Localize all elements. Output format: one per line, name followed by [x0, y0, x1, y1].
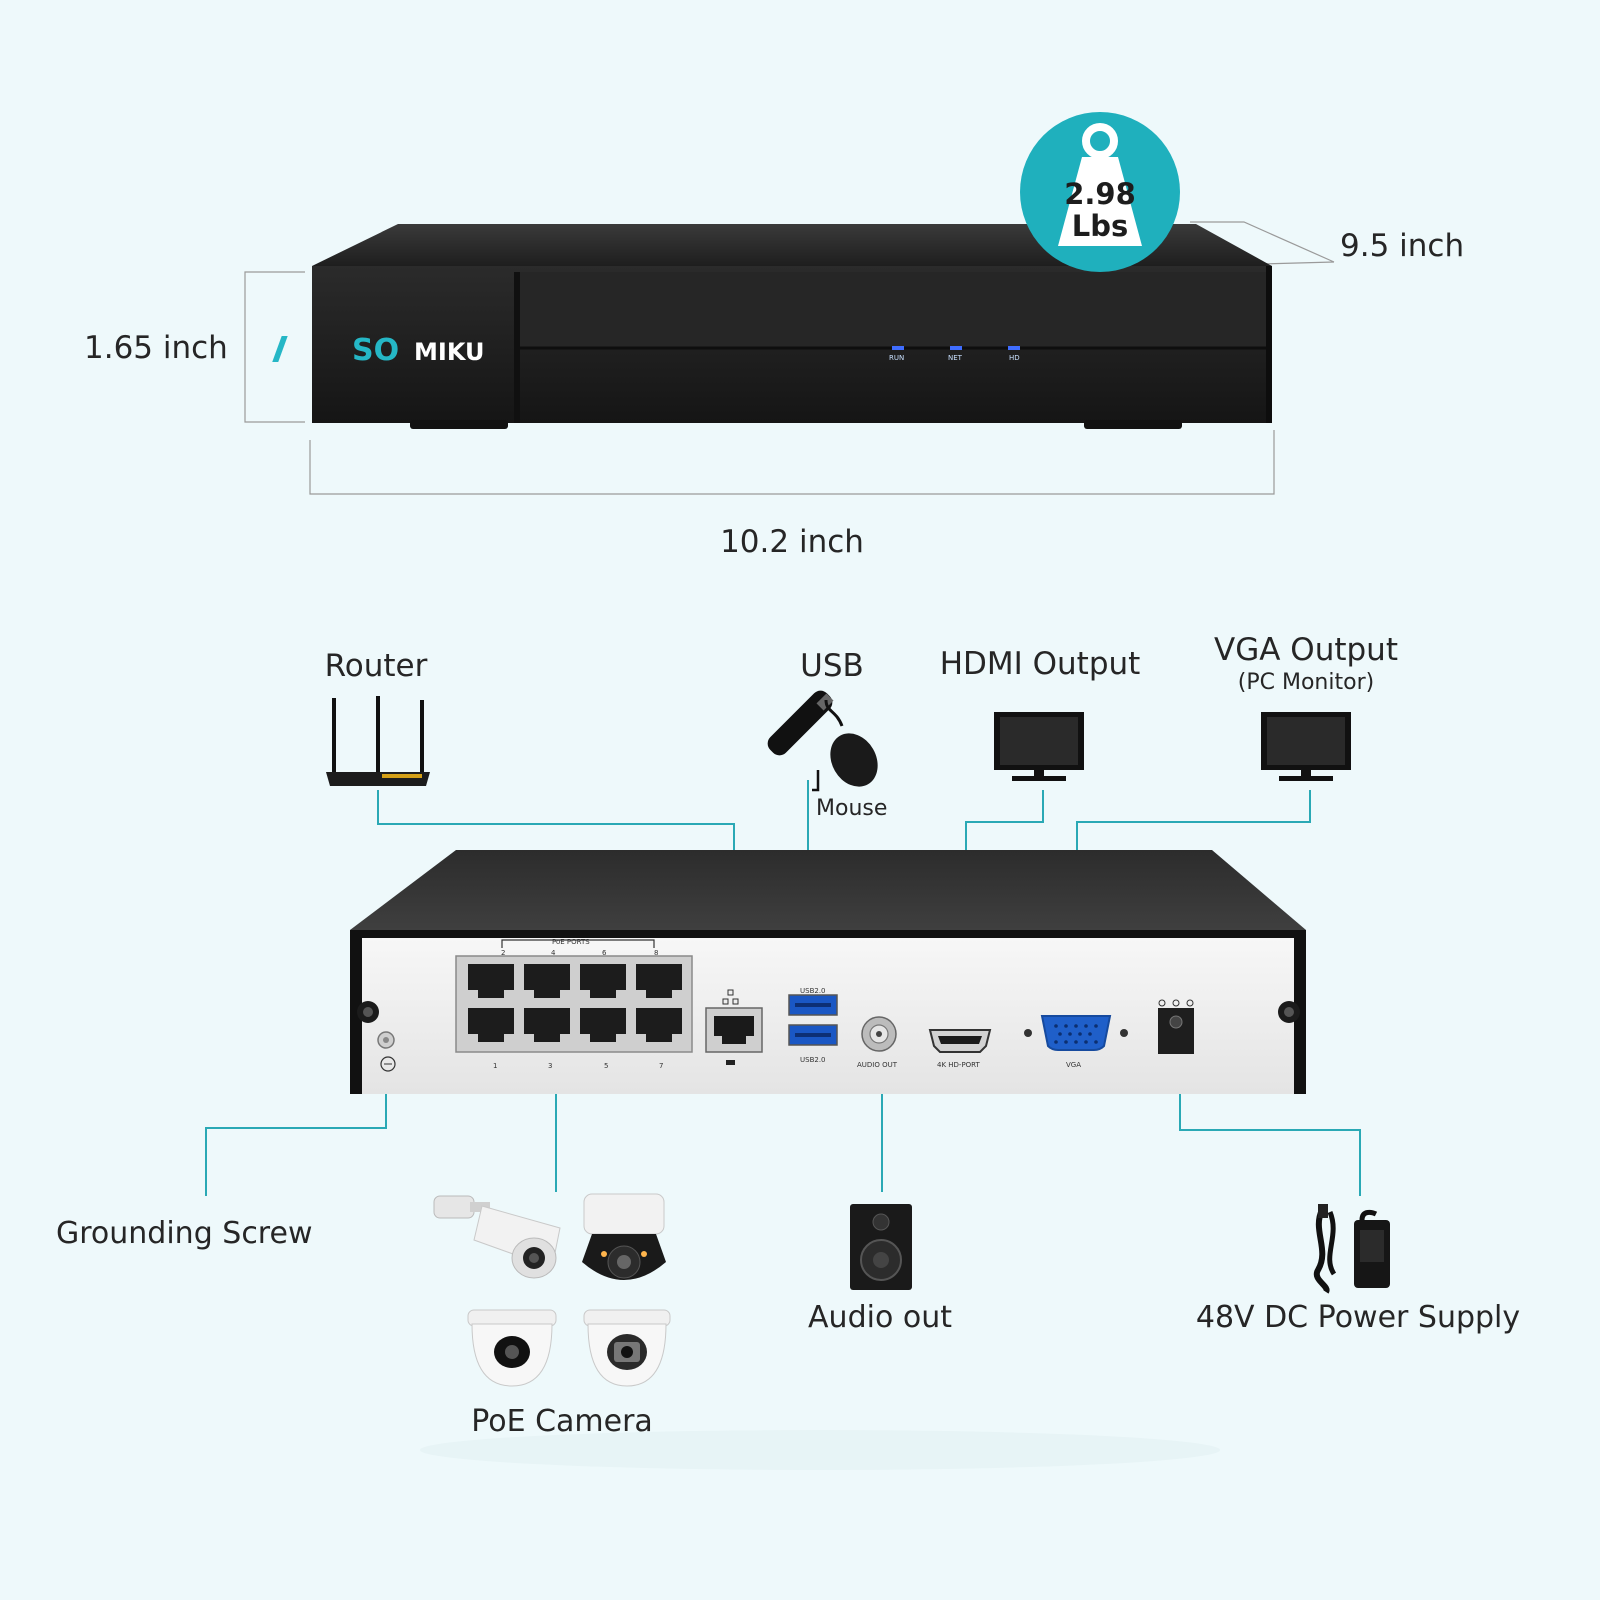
svg-text:PoE PORTS: PoE PORTS — [552, 938, 590, 946]
vga-output-label: VGA Output — [1214, 632, 1398, 668]
poe-rj45-port — [468, 1008, 514, 1042]
nvr-top-face — [312, 224, 1272, 266]
monitor-icon — [994, 712, 1084, 781]
hdmi-port: 4K HD-PORT — [928, 1029, 992, 1069]
lan-port — [705, 989, 763, 1065]
turret-camera-icon — [467, 1309, 557, 1387]
width-dimension-label: 10.2 inch — [720, 524, 864, 560]
svg-text:VGA: VGA — [1066, 1061, 1081, 1069]
speaker-icon — [850, 1204, 912, 1290]
poe-rj45-port — [524, 964, 570, 998]
usb-stick-icon — [767, 690, 834, 756]
front-led-net: NET — [948, 346, 963, 362]
svg-text:NET: NET — [948, 354, 963, 362]
brand-logo-right: MIKU — [414, 338, 484, 366]
nvr-rear-view: PoE PORTS 2 4 6 8 1 3 5 7 USB2.0 — [350, 850, 1306, 1094]
nvr-front-view: SO MIKU RUN NET HD — [244, 221, 1335, 495]
svg-text:USB2.0: USB2.0 — [800, 1056, 826, 1064]
router-label: Router — [324, 648, 428, 684]
front-led-run: RUN — [889, 346, 904, 362]
svg-text:RUN: RUN — [889, 354, 904, 362]
dc-power-port — [1158, 999, 1194, 1054]
nvr-foot — [410, 420, 508, 429]
front-led-hd: HD — [1008, 346, 1020, 362]
svg-text:3: 3 — [548, 1062, 552, 1070]
hdmi-output-label: HDMI Output — [939, 646, 1141, 682]
svg-text:2: 2 — [501, 949, 505, 957]
monitor-icon — [1261, 712, 1351, 781]
poe-rj45-port — [636, 964, 682, 998]
poe-rj45-port — [580, 1008, 626, 1042]
brand-logo-left: SO — [352, 333, 399, 368]
audio-port: AUDIO OUT — [857, 1016, 898, 1069]
weight-value: 2.98 — [1064, 177, 1136, 211]
weight-icon — [1020, 112, 1180, 272]
dimension-lines — [244, 221, 1335, 495]
svg-text:AUDIO OUT: AUDIO OUT — [857, 1061, 898, 1069]
ptz-camera-icon — [582, 1193, 666, 1280]
depth-dimension-label: 9.5 inch — [1340, 228, 1465, 264]
svg-text:8: 8 — [654, 949, 658, 957]
poe-rj45-port — [468, 964, 514, 998]
svg-text:HD: HD — [1009, 354, 1020, 362]
svg-text:5: 5 — [604, 1062, 608, 1070]
bullet-camera-icon — [433, 1195, 561, 1279]
grounding-screw — [377, 1031, 396, 1072]
svg-text:4K HD-PORT: 4K HD-PORT — [937, 1061, 981, 1069]
svg-text:7: 7 — [659, 1062, 663, 1070]
grounding-screw-label: Grounding Screw — [56, 1216, 313, 1251]
vga-output-sublabel: (PC Monitor) — [1237, 670, 1375, 695]
poe-ports: PoE PORTS 2 4 6 8 1 3 5 7 — [455, 938, 693, 1070]
nvr-foot — [1084, 420, 1182, 429]
audio-out-label: Audio out — [808, 1300, 952, 1335]
poe-rj45-port — [580, 964, 626, 998]
mouse-icon — [812, 699, 878, 792]
mouse-label: Mouse — [816, 796, 888, 821]
weight-badge-text: 2.98 Lbs — [1064, 178, 1136, 242]
svg-text:6: 6 — [602, 949, 607, 957]
router-icon — [326, 696, 430, 786]
brand-logo-slash — [272, 336, 288, 362]
svg-text:USB2.0: USB2.0 — [800, 987, 826, 995]
poe-rj45-port — [636, 1008, 682, 1042]
vga-port: VGA — [1024, 1015, 1128, 1069]
height-dimension-label: 1.65 inch — [84, 330, 228, 366]
usb-ports: USB2.0 USB2.0 — [788, 987, 838, 1064]
poe-rj45-port — [524, 1008, 570, 1042]
svg-text:4: 4 — [551, 949, 556, 957]
usb-label: USB — [800, 648, 864, 684]
power-adapter-icon — [1313, 1204, 1390, 1294]
svg-text:1: 1 — [493, 1062, 497, 1070]
power-supply-label: 48V DC Power Supply — [1195, 1300, 1521, 1335]
weight-unit: Lbs — [1071, 209, 1129, 243]
nvr-rear-top-face — [350, 850, 1306, 930]
poe-camera-label: PoE Camera — [471, 1404, 653, 1439]
turret-camera-icon — [583, 1309, 671, 1387]
